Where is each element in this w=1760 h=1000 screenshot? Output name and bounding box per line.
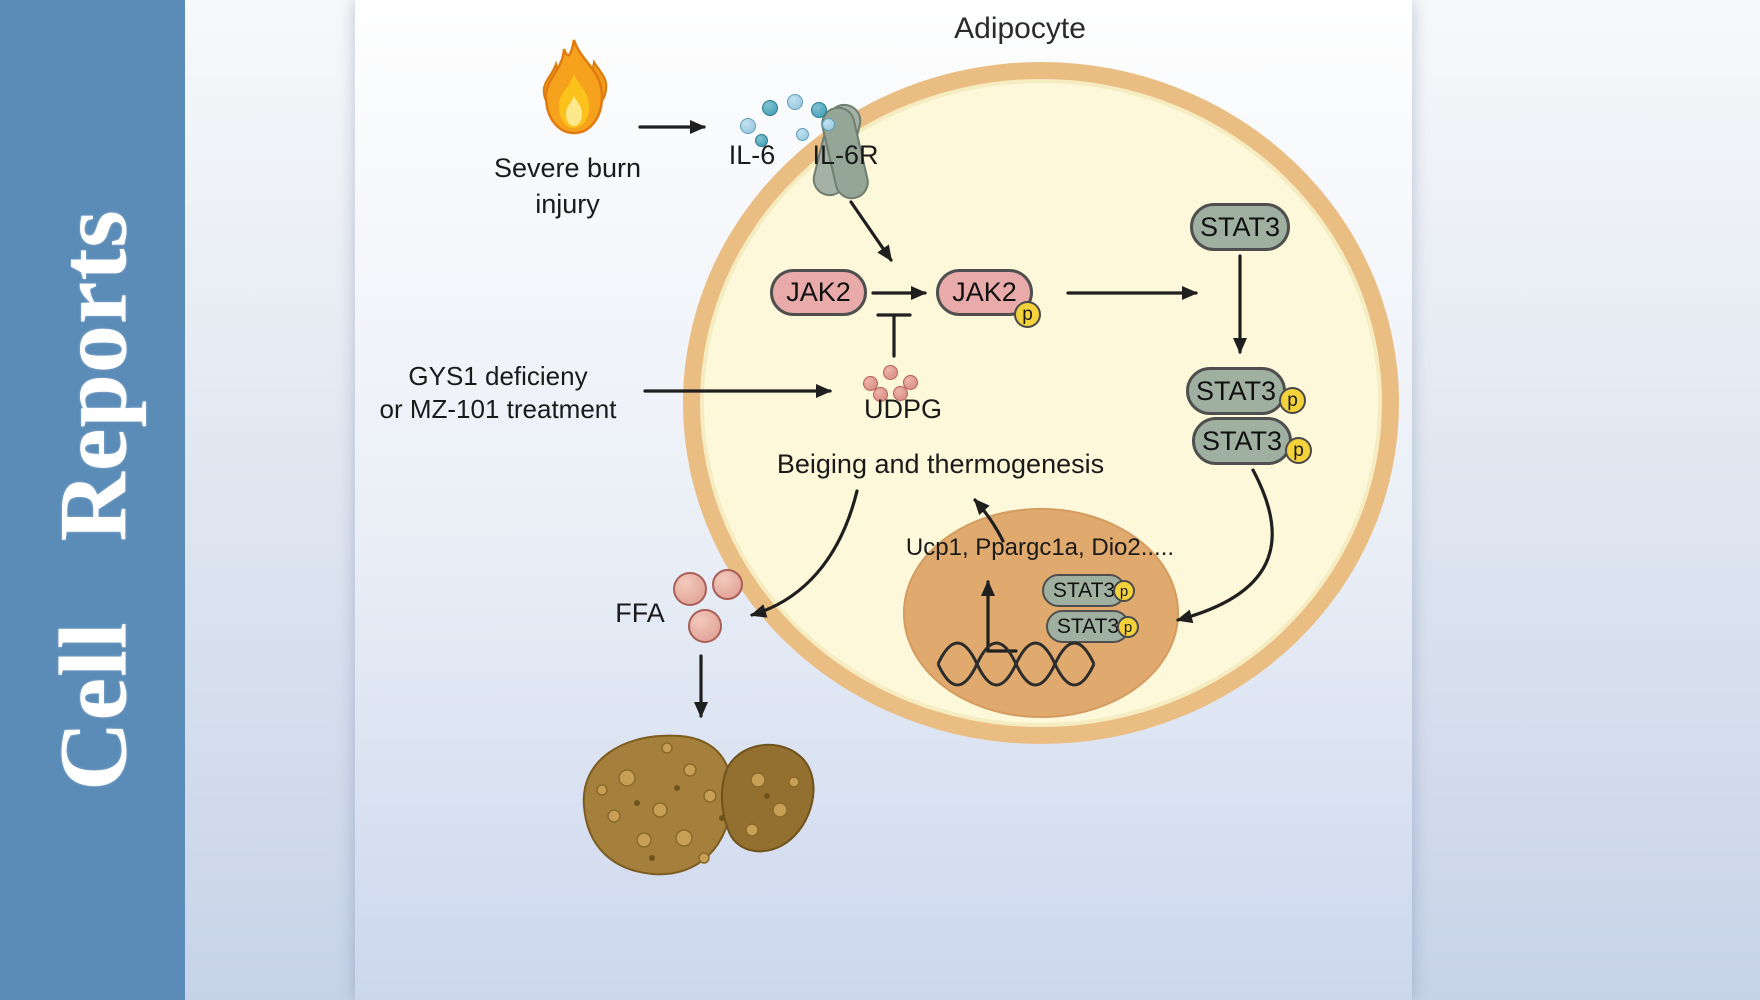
il6-molecules — [730, 90, 845, 150]
beiging-label: Beiging and thermogenesis — [776, 449, 1105, 479]
intervention-label: GYS1 deficieny or MZ-101 treatment — [368, 360, 628, 426]
ffa-dot — [712, 569, 743, 600]
il6-dot — [740, 118, 756, 134]
burn-injury-line1: Severe burn — [493, 153, 642, 183]
phospho-badge: p — [1117, 616, 1139, 638]
burn-injury-label: Severe burn injury — [455, 150, 680, 222]
nuclear-stat3-box-2: STAT3 — [1046, 610, 1130, 643]
jak2-phospho-box: JAK2 — [936, 269, 1033, 316]
il6-dot — [787, 94, 803, 110]
il6-dot — [811, 102, 827, 118]
liver-icon — [582, 734, 815, 876]
phospho-badge: p — [1113, 580, 1135, 602]
nuclear-stat3-box-1: STAT3 — [1042, 574, 1126, 607]
il6-dot — [755, 134, 768, 147]
il6-dot — [796, 128, 809, 141]
udpg-dot — [863, 376, 878, 391]
intervention-line1: GYS1 deficieny — [408, 361, 588, 391]
phospho-badge: p — [1279, 387, 1306, 414]
burn-injury-line2: injury — [535, 189, 600, 219]
ffa-molecules — [668, 565, 753, 647]
il6-label: IL-6 — [728, 140, 776, 170]
intervention-line2: or MZ-101 treatment — [379, 394, 617, 424]
ffa-label: FFA — [615, 598, 665, 628]
journal-title: Cell Reports — [39, 209, 146, 791]
stat3-phospho-box-1: STAT3 — [1186, 367, 1286, 415]
il6r-label: IL-6R — [812, 140, 879, 170]
flame-icon — [542, 39, 608, 135]
phospho-badge: p — [1285, 437, 1312, 464]
udpg-dot — [883, 365, 898, 380]
phospho-badge: p — [1014, 301, 1041, 328]
journal-sidebar: Cell Reports — [0, 0, 185, 1000]
udpg-dot — [893, 386, 908, 401]
target-genes-label: Ucp1, Ppargc1a, Dio2..... — [905, 534, 1175, 561]
udpg-label: UDPG — [863, 394, 942, 424]
stat3-box: STAT3 — [1190, 203, 1290, 251]
udpg-dot — [873, 387, 888, 402]
udpg-dot — [903, 375, 918, 390]
ffa-dot — [688, 609, 722, 643]
jak2-box: JAK2 — [770, 269, 867, 316]
stat3-phospho-box-2: STAT3 — [1192, 417, 1292, 465]
ffa-dot — [673, 572, 707, 606]
cell-title: Adipocyte — [954, 12, 1086, 45]
il6-dot — [822, 118, 835, 131]
udpg-molecules — [855, 360, 925, 402]
il6-dot — [762, 100, 778, 116]
